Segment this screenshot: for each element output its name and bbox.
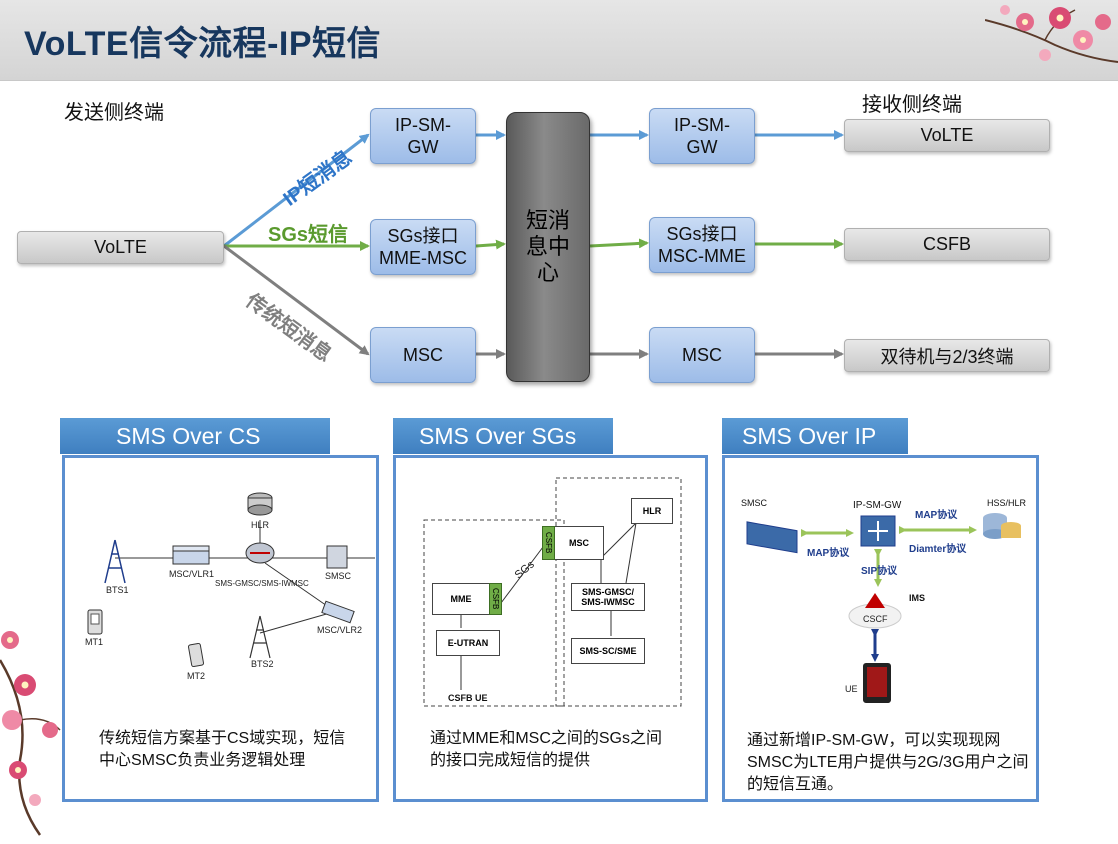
right-node-ip-sm-gw-label: IP-SM-GW — [674, 115, 730, 157]
bts2-icon — [249, 615, 271, 659]
smsc-icon — [326, 545, 348, 569]
mt2-icon — [187, 642, 205, 668]
smsc-device-icon — [746, 521, 798, 554]
hss-db-icon — [983, 513, 1021, 539]
cs-msc-vlr2-label: MSC/VLR2 — [317, 625, 363, 635]
right-node-msc: MSC — [649, 327, 755, 383]
ip-ue-label: UE — [845, 684, 858, 694]
panel-ip: SMSC IP-SM-GW HSS/HLR MAP协议 MAP协议 Diamte… — [722, 455, 1039, 802]
sgs-mme-csfb-tag: CSFB — [489, 583, 502, 615]
hlr-icon — [247, 492, 273, 516]
receiver-csfb: CSFB — [844, 228, 1050, 261]
ip-hss-label: HSS/HLR — [987, 498, 1027, 508]
panel-sgs: HLR MSC CSFB SGs MME CSFB SMS-GMSC/ SMS-… — [393, 455, 708, 802]
panel-sgs-description: 通过MME和MSC之间的SGs之间的接口完成短信的提供 — [430, 730, 663, 769]
left-node-sgs-label: SGs接口 MME-MSC — [379, 226, 467, 268]
sgs-gmsc-node: SMS-GMSC/ SMS-IWMSC — [571, 583, 645, 611]
sgs-path-arrows — [224, 238, 844, 251]
flow-arrows — [223, 130, 844, 359]
sgs-smssc-node: SMS-SC/SME — [571, 638, 645, 664]
panel-sgs-title: SMS Over SGs — [393, 418, 613, 454]
msc-vlr1-icon — [172, 545, 210, 565]
ip-network-diagram — [746, 513, 1021, 703]
ip-ims-label: IMS — [909, 593, 926, 603]
cscf-cloud-icon — [848, 593, 902, 629]
page-title: VoLTE信令流程-IP短信 — [24, 25, 382, 63]
ue-phone-icon — [863, 663, 891, 703]
receiver-volte: VoLTE — [844, 119, 1050, 152]
cs-smsc-label: SMSC — [325, 571, 352, 581]
left-node-ip-sm-gw: IP-SM-GW — [370, 108, 476, 164]
panel-cs: HLR BTS1 MT1 MSC/VLR1 SMS-GMSC/SMS-IWMSC… — [62, 455, 379, 802]
sender-label: 发送侧终端 — [64, 102, 164, 124]
sgs-msc-node: MSC — [554, 526, 604, 560]
panel-cs-description: 传统短信方案基于CS域实现，短信中心SMSC负责业务逻辑处理 — [99, 730, 346, 769]
left-node-msc: MSC — [370, 327, 476, 383]
cs-gmsc-label: SMS-GMSC/SMS-IWMSC — [215, 579, 309, 588]
cs-bts1-label: BTS1 — [106, 585, 129, 595]
sgs-hlr-node: HLR — [631, 498, 673, 524]
right-node-sgs-label: SGs接口 MSC-MME — [658, 224, 746, 266]
left-node-sgs-mme-msc: SGs接口 MME-MSC — [370, 219, 476, 275]
ip-cscf-label: CSCF — [863, 614, 888, 624]
left-node-ip-sm-gw-label: IP-SM-GW — [395, 115, 451, 157]
ip-map-protocol-label-2: MAP协议 — [915, 510, 958, 521]
sgs-msc-csfb-tag: CSFB — [542, 526, 555, 560]
cs-mt2-label: MT2 — [187, 671, 205, 681]
receiver-dual-standby: 双待机与2/3终端 — [844, 339, 1050, 372]
title-bar: VoLTE信令流程-IP短信 — [0, 0, 1118, 81]
right-node-sgs-msc-mme: SGs接口 MSC-MME — [649, 217, 755, 273]
cs-hlr-label: HLR — [251, 520, 270, 530]
ip-sm-gw-router-icon — [860, 515, 896, 547]
sms-gmsc-icon — [245, 542, 275, 564]
ip-path-arrows — [223, 130, 844, 248]
sgs-eutran-node: E-UTRAN — [436, 630, 500, 656]
sgs-network-diagram — [423, 477, 682, 707]
bts1-icon — [104, 539, 126, 584]
ip-smsc-label: SMSC — [741, 498, 768, 508]
cs-bts2-label: BTS2 — [251, 659, 274, 669]
receiver-label: 接收侧终端 — [862, 94, 962, 116]
mt1-icon — [87, 609, 103, 635]
cs-mt1-label: MT1 — [85, 637, 103, 647]
cs-network-diagram — [87, 492, 375, 668]
panel-ip-title: SMS Over IP — [722, 418, 908, 454]
legacy-path-arrows — [223, 244, 844, 359]
sgs-path-label: SGs短信 — [268, 224, 349, 246]
sms-center-label: 短消息中心 — [525, 208, 570, 285]
sms-center: 短消息中心 — [506, 112, 590, 382]
ip-map-protocol-label-1: MAP协议 — [807, 548, 850, 559]
ip-sip-protocol-label: SIP协议 — [861, 566, 898, 577]
sgs-csfb-ue-label: CSFB UE — [448, 693, 488, 703]
plum-blossom-top-right-decoration — [985, 5, 1118, 63]
sender-terminal-volte: VoLTE — [17, 231, 224, 264]
sgs-mme-node: MME — [432, 583, 490, 615]
panel-ip-description: 通过新增IP-SM-GW，可以实现现网SMSC为LTE用户提供与2G/3G用户之… — [747, 732, 1029, 793]
ip-diameter-protocol-label: Diamter协议 — [909, 544, 967, 555]
cs-msc-vlr1-label: MSC/VLR1 — [169, 569, 215, 579]
panel-cs-title: SMS Over CS — [60, 418, 330, 454]
ip-sm-gw-label: IP-SM-GW — [853, 500, 902, 511]
right-node-ip-sm-gw: IP-SM-GW — [649, 108, 755, 164]
plum-blossom-bottom-left-decoration — [0, 631, 61, 836]
msc-vlr2-icon — [321, 600, 355, 624]
